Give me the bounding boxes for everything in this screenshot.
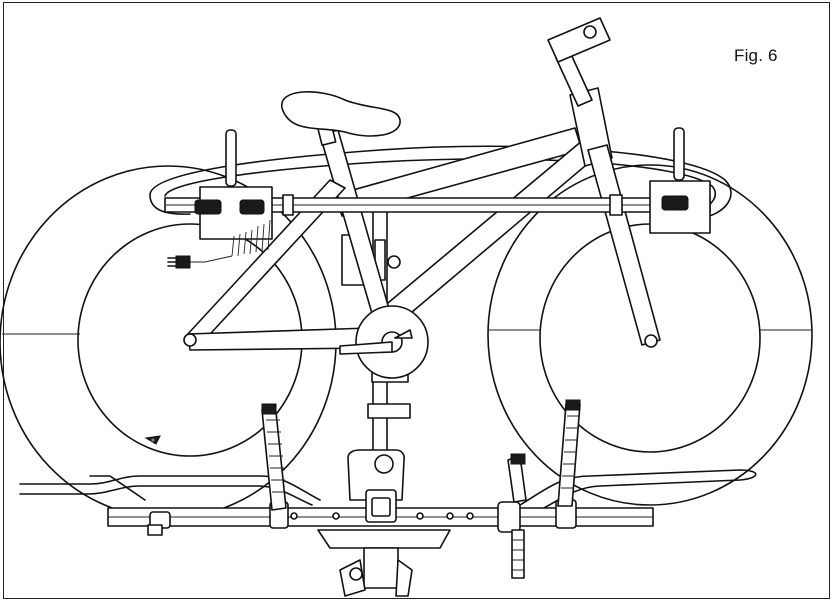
valve-marks bbox=[144, 435, 161, 445]
front-clamp-cradle bbox=[649, 127, 711, 234]
front-wheel-strap bbox=[557, 399, 581, 507]
figure-label: Fig. 6 bbox=[734, 46, 778, 65]
spare-strap bbox=[507, 453, 527, 579]
hitch-mount bbox=[317, 449, 451, 597]
bike-frame bbox=[183, 17, 661, 351]
crankset bbox=[339, 305, 429, 379]
rear-wheel-strap bbox=[261, 403, 287, 511]
rear-clamp-cradle bbox=[167, 129, 273, 269]
